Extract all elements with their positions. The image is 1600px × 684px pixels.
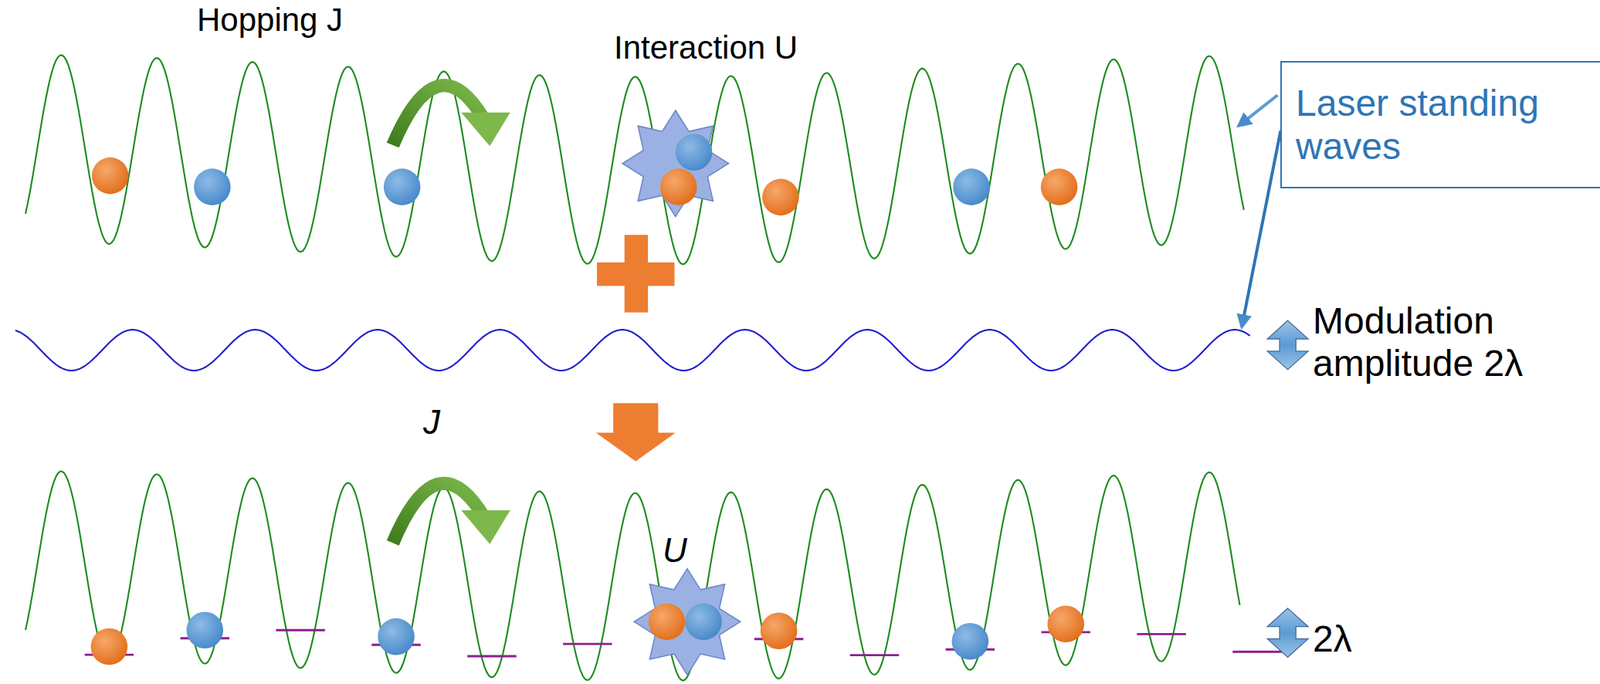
modulation-label: Modulation amplitude 2λ xyxy=(1312,299,1591,385)
lattice-wave xyxy=(25,55,1245,265)
hopping-symbol: J xyxy=(423,403,441,443)
double-arrow-icon xyxy=(1267,608,1309,658)
interaction-star xyxy=(622,110,729,217)
orange-atom xyxy=(762,179,800,217)
blue-atom xyxy=(675,133,713,171)
plus-sign xyxy=(624,234,648,312)
blue-atom xyxy=(952,168,990,206)
blue-atom xyxy=(383,168,421,206)
pointer-arrow xyxy=(1241,130,1281,327)
orange-atom xyxy=(660,168,698,206)
energy-offset-dash xyxy=(467,655,516,658)
energy-offset-dash xyxy=(850,654,899,657)
blue-atom xyxy=(684,603,723,641)
energy-offset-dash xyxy=(275,629,325,632)
hopping-arrowhead xyxy=(461,510,510,545)
orange-atom xyxy=(648,603,686,641)
hopping-label: Hopping J xyxy=(196,1,343,39)
interaction-symbol: U xyxy=(662,531,688,571)
interaction-star xyxy=(633,569,740,675)
blue-atom xyxy=(193,168,231,206)
pointer-arrow xyxy=(1238,94,1278,126)
callout-text: Laser standing waves xyxy=(1281,81,1574,167)
energy-offset-dash xyxy=(1136,633,1186,636)
blue-atom xyxy=(377,618,415,656)
down-arrow xyxy=(596,403,676,462)
orange-atom xyxy=(91,628,129,666)
callout-box: Laser standing waves xyxy=(1280,61,1600,189)
double-arrow-icon xyxy=(1267,320,1309,370)
hopping-arrowhead xyxy=(461,112,510,147)
lattice-wave xyxy=(25,471,1241,682)
orange-atom xyxy=(91,157,129,195)
blue-atom xyxy=(952,623,990,661)
interaction-label: Interaction U xyxy=(613,29,798,67)
amplitude-label: 2λ xyxy=(1312,617,1353,661)
energy-offset-dash xyxy=(1232,650,1282,654)
orange-atom xyxy=(760,612,798,650)
orange-atom xyxy=(1047,606,1085,644)
blue-atom xyxy=(186,611,224,649)
modulation-wave xyxy=(15,329,1251,371)
energy-offset-dash xyxy=(562,643,612,646)
orange-atom xyxy=(1040,168,1078,206)
